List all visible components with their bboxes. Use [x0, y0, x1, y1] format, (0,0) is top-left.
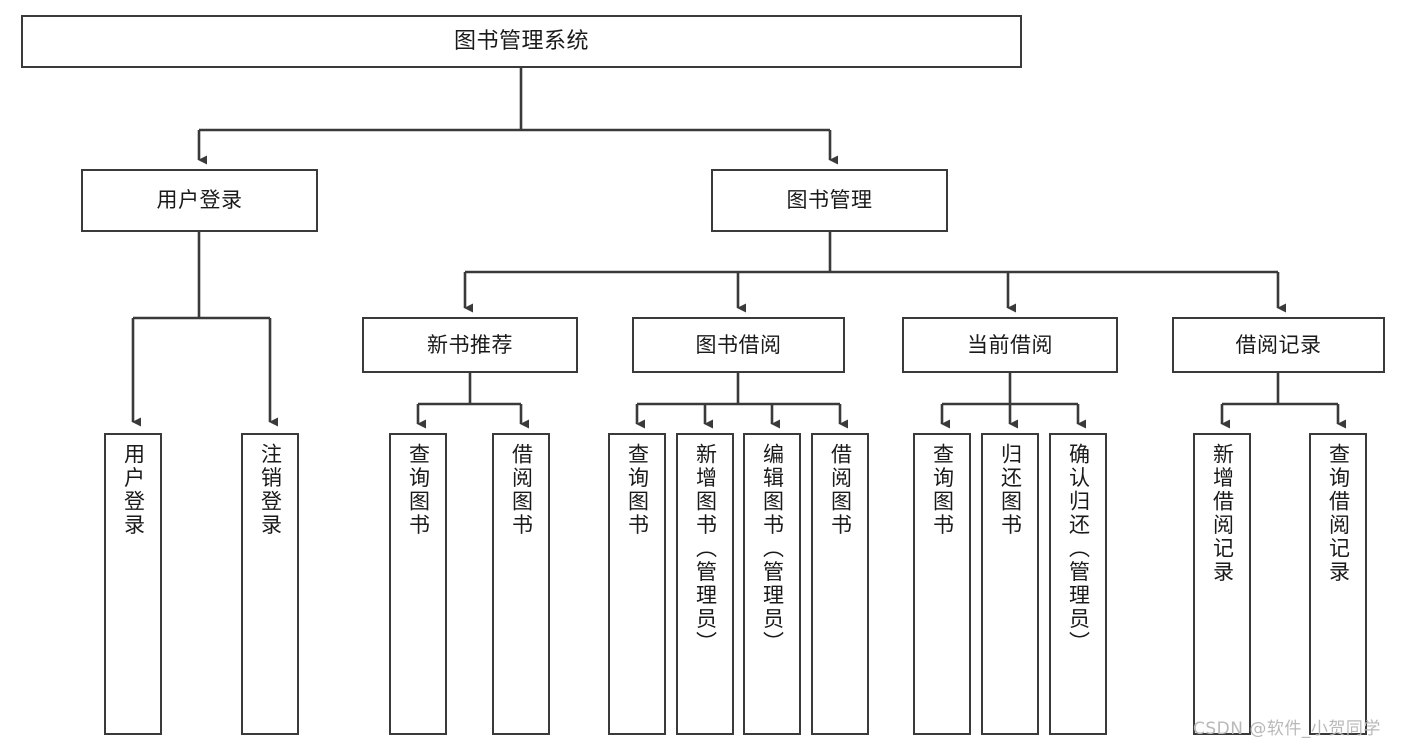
- node-label: 新增借阅记录: [1210, 443, 1235, 584]
- leaf-query-book-recommend[interactable]: 查询图书: [389, 433, 447, 735]
- node-user-login[interactable]: 用户登录: [81, 169, 318, 232]
- leaf-logout-login[interactable]: 注销登录: [241, 433, 299, 735]
- node-label: 查询图书: [625, 443, 650, 537]
- node-label: 新书推荐: [427, 332, 513, 357]
- node-book-management[interactable]: 图书管理: [711, 169, 948, 232]
- node-label: 图书管理: [786, 188, 873, 213]
- leaf-borrow-book[interactable]: 借阅图书: [811, 433, 869, 735]
- node-borrow-record[interactable]: 借阅记录: [1172, 317, 1385, 373]
- node-label: 用户登录: [156, 188, 243, 213]
- node-label: 新增图书（管理员）: [693, 443, 718, 655]
- node-label: 借阅记录: [1235, 332, 1322, 357]
- leaf-add-book[interactable]: 新增图书（管理员）: [676, 433, 734, 735]
- node-root-system[interactable]: 图书管理系统: [21, 15, 1022, 68]
- node-label: 借阅图书: [509, 443, 534, 537]
- leaf-add-borrow-record[interactable]: 新增借阅记录: [1193, 433, 1251, 735]
- leaf-edit-book[interactable]: 编辑图书（管理员）: [743, 433, 801, 735]
- node-label: 查询图书: [930, 443, 955, 537]
- leaf-query-book-current[interactable]: 查询图书: [913, 433, 971, 735]
- leaf-query-book-borrow[interactable]: 查询图书: [608, 433, 666, 735]
- node-label: 查询图书: [406, 443, 431, 537]
- node-label: 查询借阅记录: [1326, 443, 1351, 584]
- node-label: 注销登录: [258, 443, 283, 537]
- leaf-query-borrow-record[interactable]: 查询借阅记录: [1309, 433, 1367, 735]
- node-label: 编辑图书（管理员）: [760, 443, 785, 655]
- leaf-user-login[interactable]: 用户登录: [104, 433, 162, 735]
- leaf-confirm-return[interactable]: 确认归还（管理员）: [1049, 433, 1107, 735]
- node-label: 用户登录: [121, 443, 146, 537]
- node-current-borrow[interactable]: 当前借阅: [902, 317, 1118, 373]
- node-new-book-recommend[interactable]: 新书推荐: [362, 317, 578, 373]
- leaf-borrow-book-recommend[interactable]: 借阅图书: [492, 433, 550, 735]
- node-label: 图书管理系统: [453, 28, 589, 54]
- node-label: 确认归还（管理员）: [1066, 443, 1091, 655]
- leaf-return-book[interactable]: 归还图书: [981, 433, 1039, 735]
- node-label: 借阅图书: [828, 443, 853, 537]
- node-book-borrow[interactable]: 图书借阅: [632, 317, 845, 373]
- node-label: 当前借阅: [967, 332, 1053, 357]
- node-label: 归还图书: [998, 443, 1023, 537]
- node-label: 图书借阅: [695, 332, 782, 357]
